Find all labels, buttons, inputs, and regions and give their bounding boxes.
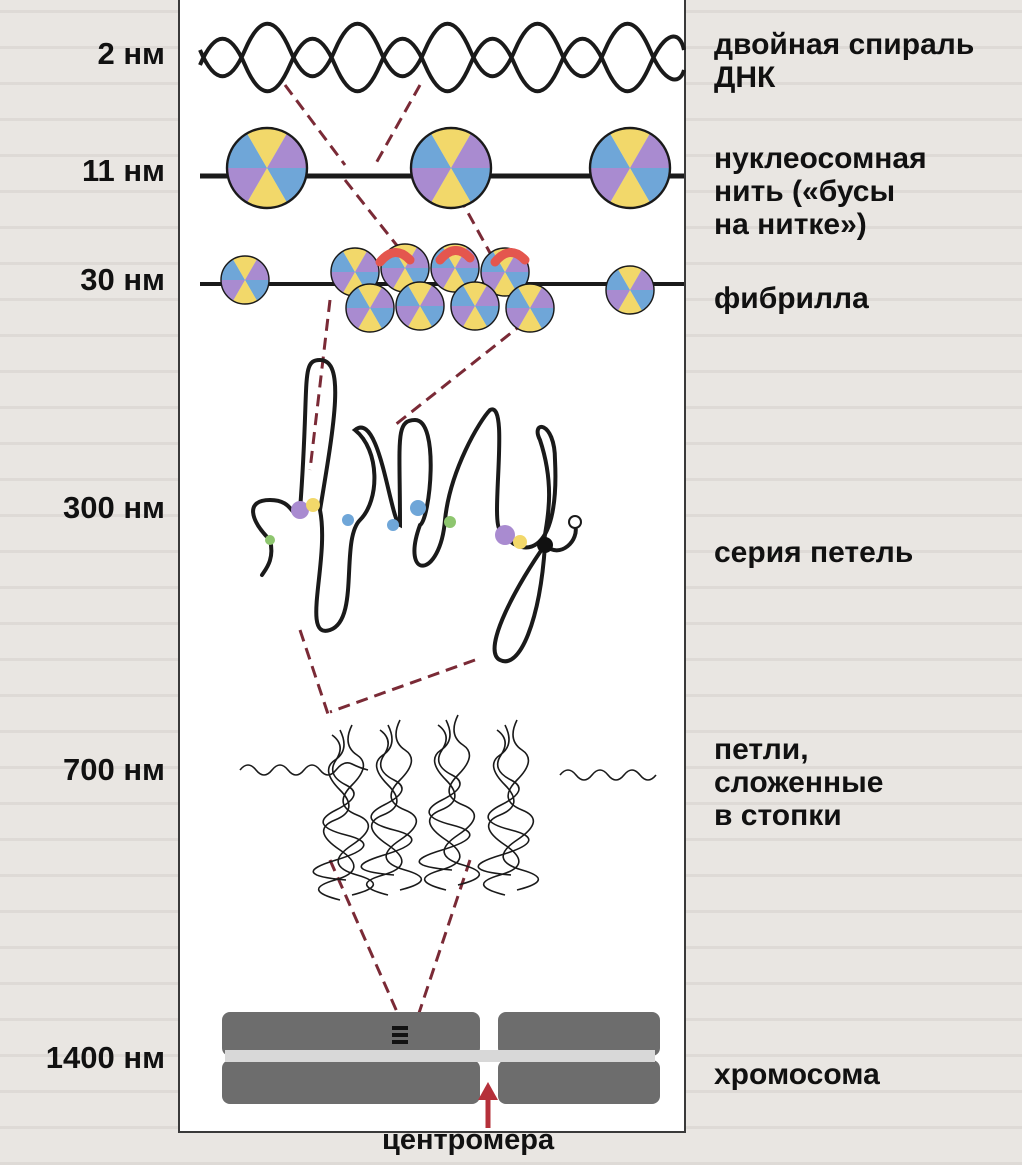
stacked-loop-clusters — [240, 715, 656, 900]
scale-label-11nm: 11 нм — [0, 153, 165, 189]
chromosome — [222, 1012, 660, 1104]
scale-label-700nm: 700 нм — [0, 752, 165, 788]
dna-double-helix — [200, 24, 684, 92]
zoom-connector-lines — [285, 85, 540, 1040]
label-nucleosome-string: нуклеосомная нить («бусы на нитке») — [714, 142, 1014, 241]
label-centromere: центромера — [382, 1124, 554, 1157]
chromatin-fibril — [200, 244, 684, 332]
scale-label-2nm: 2 нм — [0, 36, 165, 72]
label-stacked-loops: петли, сложенные в стопки — [714, 733, 1014, 832]
centromere-arrow — [478, 1082, 498, 1128]
label-loop-series: серия петель — [714, 536, 1014, 569]
scale-label-300nm: 300 нм — [0, 490, 165, 526]
label-chromosome: хромосома — [714, 1058, 1014, 1091]
nucleosome-string — [200, 128, 684, 208]
scale-label-1400nm: 1400 нм — [0, 1040, 165, 1076]
label-dna-double-helix: двойная спираль ДНК — [714, 28, 1014, 94]
scale-label-30nm: 30 нм — [0, 262, 165, 298]
label-fibril: фибрилла — [714, 282, 1014, 315]
